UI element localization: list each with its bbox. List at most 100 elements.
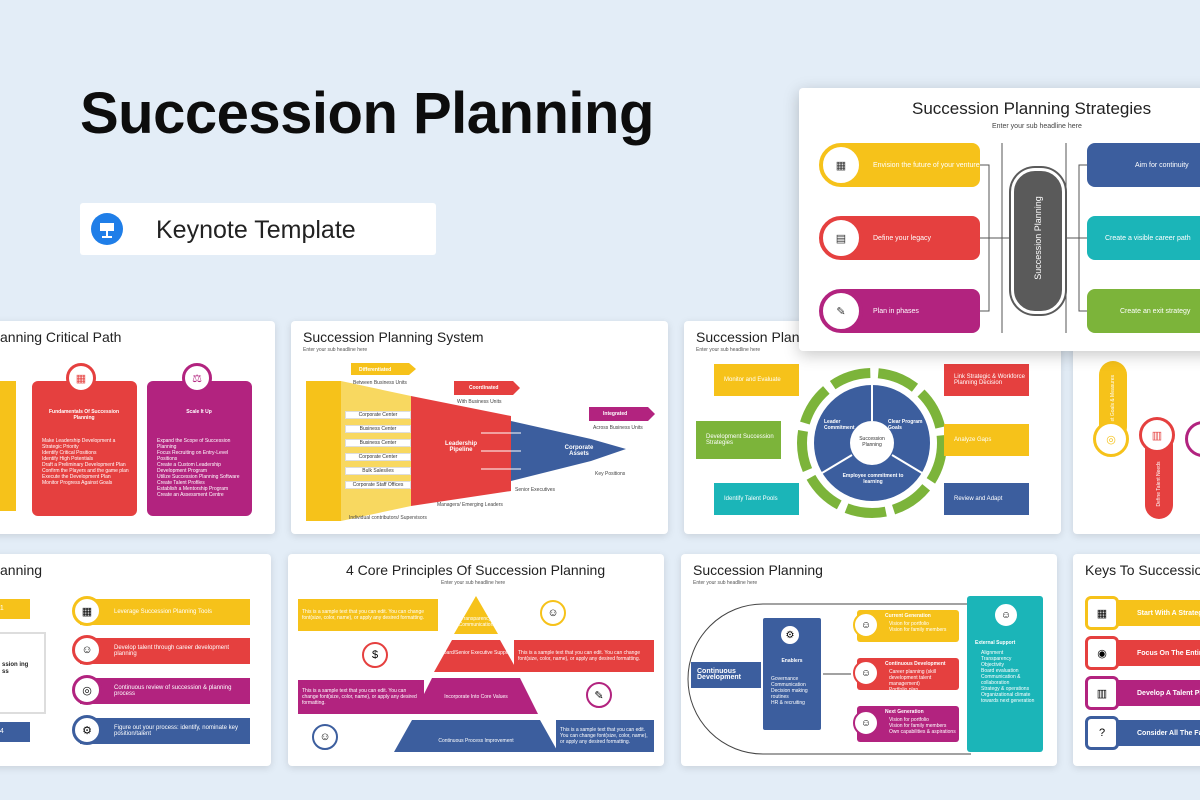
strategy-right-2: Create a visible career path <box>1087 216 1200 260</box>
segment-label: Leader Commitment <box>824 419 855 431</box>
note: Key Positions <box>595 471 626 477</box>
slide-title: Succession Planning Strategies <box>912 99 1152 118</box>
document-icon: ✎ <box>586 682 612 708</box>
cycle-box: Review and Adapt <box>944 483 1029 515</box>
pyramid-graphic <box>394 596 558 752</box>
cycle-graphic <box>797 368 947 518</box>
target-icon: ◎ <box>1093 421 1129 457</box>
chart-icon: ▥ <box>1139 417 1175 453</box>
strategy-icon: ▦ <box>1085 596 1119 630</box>
column-title: Scale It Up <box>186 409 212 415</box>
num-tag: 04 <box>0 722 30 742</box>
pyramid-level: Transparency Communication <box>458 616 494 628</box>
slide-subtitle: Enter your sub headline here <box>696 347 761 353</box>
slide-strategies[interactable]: Succession Planning Strategies Enter you… <box>799 88 1200 351</box>
slide-partial-right[interactable]: Set Goals & Measures ◎ Define Talent Nee… <box>1073 321 1200 534</box>
cycle-center: Succession Planning <box>859 436 885 448</box>
slide-title: anning Critical Path <box>0 329 122 345</box>
slide-title: Keys To Successio <box>1085 562 1200 578</box>
arc-graphic <box>687 603 971 755</box>
people-icon: ☺ <box>72 635 102 665</box>
hero-title: Succession Planning <box>80 81 654 146</box>
slide-cycle[interactable]: Succession Plan Enter your sub headline … <box>684 321 1061 534</box>
num-tag: 01 <box>0 599 30 619</box>
plan-icon: ▦ <box>66 363 96 393</box>
strategy-right-3: Create an exit strategy <box>1087 289 1200 333</box>
continuous-box: Continuous Development <box>691 662 761 688</box>
review-icon: ◎ <box>72 675 102 705</box>
slide-title: Succession Plan <box>696 329 800 345</box>
balance-icon: ⚖ <box>182 363 212 393</box>
slide-title: anning <box>0 562 43 578</box>
assets-label: Corporate Assets <box>564 445 594 457</box>
clipboard-icon: ▤ <box>819 216 863 260</box>
chart-icon: ▥ <box>1085 676 1119 710</box>
team-icon: ☺ <box>312 724 338 750</box>
partial-icon <box>1185 421 1200 457</box>
slide-keys[interactable]: Keys To Successio Start With A Strategy … <box>1073 554 1200 766</box>
slide-subtitle: Enter your sub headline here <box>303 347 368 353</box>
person-icon: ☺ <box>853 710 879 736</box>
slide-subtitle: Enter your sub headline here <box>693 580 758 586</box>
yellow-column <box>0 381 16 511</box>
group-icon: ☺ <box>993 602 1019 628</box>
connector-lines <box>979 143 1087 333</box>
checklist-icon: ✎ <box>819 289 863 333</box>
arrow-note: Between Business Units <box>353 380 407 386</box>
column-magenta: Scale It Up Expand the Scope of Successi… <box>147 381 252 516</box>
money-icon: $ <box>362 642 388 668</box>
person-icon: ☺ <box>853 660 879 686</box>
slide-subtitle: Enter your sub headline here <box>441 580 506 586</box>
hexagon: ssion ing ss <box>0 632 46 714</box>
slide-title: 4 Core Principles Of Succession Planning <box>346 562 606 578</box>
segment-label: Employee commitment to learning <box>842 473 904 485</box>
arrow-note: Across Business Units <box>593 425 643 431</box>
slide-system[interactable]: Succession Planning System Enter your su… <box>291 321 668 534</box>
column-title: Fundamentals Of Succession Planning <box>48 409 120 421</box>
building-icon: ▦ <box>819 143 863 187</box>
note: Individual contributors/ Supervisors <box>349 515 427 521</box>
process-icon: ⚙ <box>72 715 102 745</box>
center-pill: Succession Planning <box>1011 168 1065 314</box>
cycle-box: Development Succession Strategies <box>696 421 781 459</box>
sample-text: This is a sample text that you can edit.… <box>298 599 438 631</box>
slide-critical-path[interactable]: anning Critical Path Fundamentals Of Suc… <box>0 321 275 534</box>
cycle-box: Identify Talent Pools <box>714 483 799 515</box>
question-icon: ? <box>1085 716 1119 750</box>
sample-text: This is a sample text that you can edit.… <box>556 720 654 752</box>
cycle-box: Monitor and Evaluate <box>714 364 799 396</box>
note: Managers/ Emerging Leaders <box>437 502 503 508</box>
slide-title: Succession Planning System <box>303 329 484 345</box>
column-red: Fundamentals Of Succession Planning Make… <box>32 381 137 516</box>
slide-generations[interactable]: Succession Planning Enter your sub headl… <box>681 554 1057 766</box>
arrow-label: Differentiated <box>359 367 392 373</box>
slide-subtitle: Enter your sub headline here <box>992 123 1082 130</box>
segment-label: Clear Program Goals <box>888 419 923 431</box>
pipeline-label: Leadership Pipeline <box>444 441 477 453</box>
pyramid-level: Incorporate Into Core Values <box>444 694 508 700</box>
column-list: Make Leadership Development a Strategic … <box>42 438 129 486</box>
keynote-badge: Keynote Template <box>80 203 436 255</box>
arrow-label: Coordinated <box>469 385 499 391</box>
slide-principles[interactable]: 4 Core Principles Of Succession Planning… <box>288 554 664 766</box>
tools-icon: ▦ <box>72 596 102 626</box>
list-item: Leverage Succession Planning Tools <box>80 599 250 625</box>
arrow-note: With Business Units <box>457 399 502 405</box>
cycle-box: Analyze Gaps <box>944 424 1029 456</box>
gear-icon: ⚙ <box>779 624 801 646</box>
arrow-label: Integrated <box>603 411 628 417</box>
strategy-right-1: Aim for continuity <box>1087 143 1200 187</box>
keynote-icon <box>91 213 123 245</box>
list-item: Figure out your process: identify, nomin… <box>80 718 250 744</box>
badge-label: Keynote Template <box>156 216 356 244</box>
note: Senior Executives <box>515 487 556 493</box>
cycle-box: Link Strategic & Workforce Planning Deci… <box>944 364 1029 396</box>
list-item: Continuous review of succession & planni… <box>80 678 250 704</box>
person-icon: ☺ <box>853 612 879 638</box>
sample-text: This is a sample text that you can edit.… <box>514 640 654 672</box>
slide-left-bottom[interactable]: anning 01 ssion ing ss 04 Leverage Succe… <box>0 554 271 766</box>
slide-title: Succession Planning <box>693 562 823 578</box>
pyramid-level: Board/Senior Executive Support <box>440 650 512 656</box>
pyramid-level: Continuous Process Improvement <box>438 738 514 744</box>
